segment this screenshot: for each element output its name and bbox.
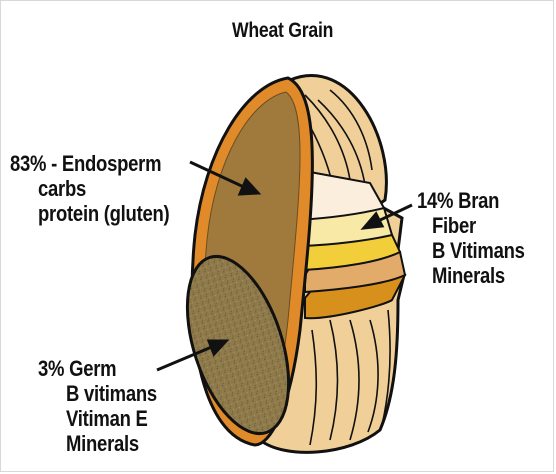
bran-label-line-3: B Vitimans xyxy=(432,238,525,263)
diagram-title: Wheat Grain xyxy=(232,18,333,43)
endosperm-label-line-2: carbs xyxy=(38,176,86,201)
bran-label-line-1: 14% Bran xyxy=(417,188,499,213)
bran-label-line-4: Minerals xyxy=(432,263,505,288)
germ-label-line-1: 3% Germ xyxy=(38,356,116,381)
germ-label-line-2: B vitimans xyxy=(66,381,157,406)
endosperm-label-line-3: protein (gluten) xyxy=(38,201,169,226)
endosperm-label-line-1: 83% - Endosperm xyxy=(10,151,161,176)
germ-label-line-4: Minerals xyxy=(66,431,139,456)
bran-label-line-2: Fiber xyxy=(432,213,476,238)
germ-label-line-3: Vitiman E xyxy=(66,406,148,431)
